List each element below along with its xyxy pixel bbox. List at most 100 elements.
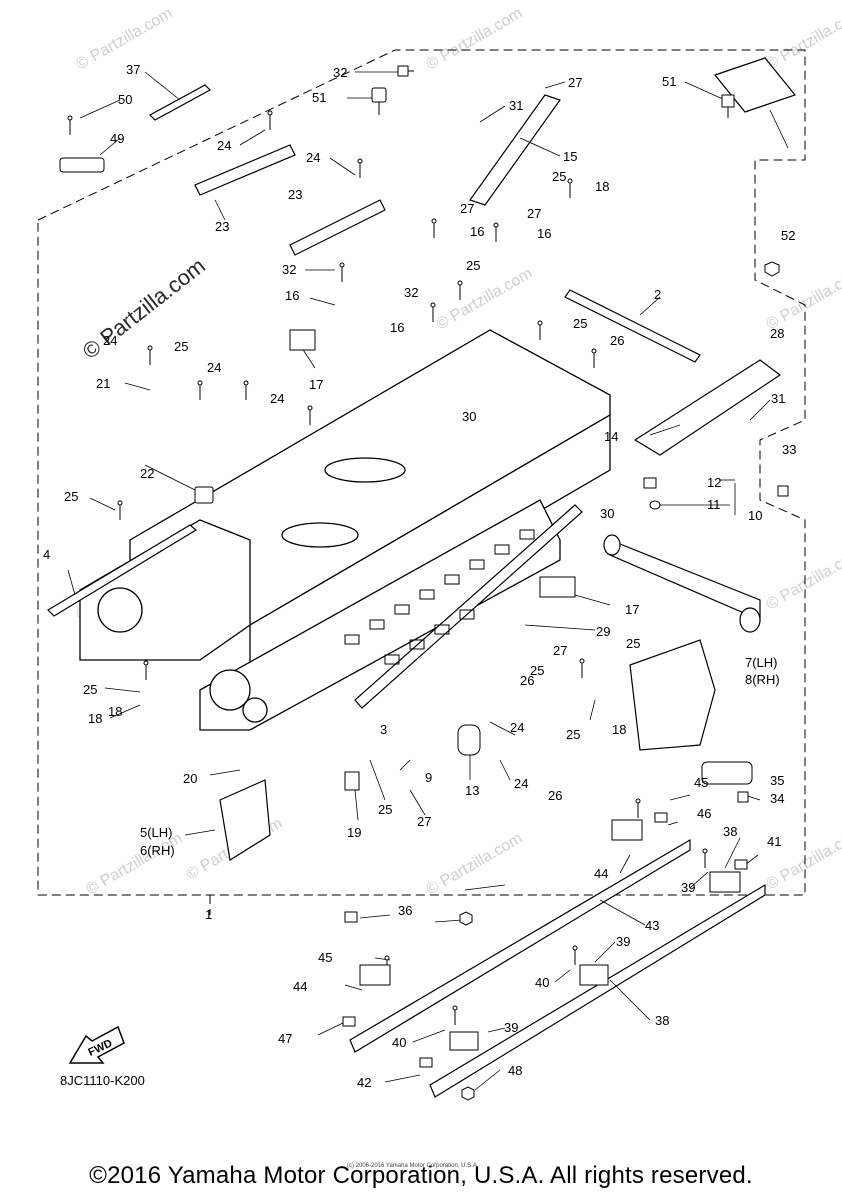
watermark-tile: © Partzilla.com bbox=[424, 830, 526, 899]
callout-label: 39 bbox=[681, 880, 695, 895]
callout-label: 8(RH) bbox=[745, 672, 780, 687]
callout-label: 12 bbox=[707, 475, 721, 490]
shoe-icon bbox=[579, 964, 609, 986]
shoe-icon bbox=[449, 1031, 479, 1051]
watermark-tile: © Partzilla.com bbox=[764, 5, 842, 74]
rivet-icon bbox=[572, 945, 578, 965]
callout-label: 44 bbox=[293, 979, 307, 994]
callout-label: 40 bbox=[535, 975, 549, 990]
callout-label: 30 bbox=[462, 409, 476, 424]
callout-label: 25 bbox=[174, 339, 188, 354]
callout-label: 37 bbox=[126, 62, 140, 77]
callout-label: 25 bbox=[64, 489, 78, 504]
callout-label: 32 bbox=[282, 262, 296, 277]
shoe-icon bbox=[709, 871, 741, 893]
callout-label: 27 bbox=[553, 643, 567, 658]
callout-label: 32 bbox=[333, 65, 347, 80]
watermark-brand: © Partzilla.com bbox=[78, 253, 210, 364]
callout-label: 43 bbox=[645, 918, 659, 933]
plate-icon bbox=[701, 761, 753, 785]
callout-label: 40 bbox=[392, 1035, 406, 1050]
callout-label: 25 bbox=[573, 316, 587, 331]
bracket-7-8 bbox=[629, 639, 716, 751]
callout-label: 44 bbox=[594, 866, 608, 881]
callout-label: 39 bbox=[616, 934, 630, 949]
copyright-footer: ©2016 Yamaha Motor Corporation, U.S.A. A… bbox=[89, 1162, 753, 1189]
callout-label: 15 bbox=[563, 149, 577, 164]
callout-label: 24 bbox=[510, 720, 524, 735]
callout-label: 3 bbox=[380, 722, 387, 737]
callout-label: 31 bbox=[771, 391, 785, 406]
callout-label: 35 bbox=[770, 773, 784, 788]
callout-label: 24 bbox=[270, 391, 284, 406]
callout-label: 21 bbox=[96, 376, 110, 391]
callout-label: 23 bbox=[215, 219, 229, 234]
callout-label: 4 bbox=[43, 547, 50, 562]
clip-icon bbox=[539, 576, 576, 598]
callout-label: 18 bbox=[108, 704, 122, 719]
rivet-icon bbox=[147, 345, 153, 365]
fwd-arrow-icon: FWD bbox=[68, 1025, 125, 1064]
plate-52 bbox=[713, 57, 797, 113]
leader-lines bbox=[67, 71, 789, 1091]
callout-label: 19 bbox=[347, 825, 361, 840]
callout-label: 14 bbox=[604, 429, 618, 444]
callout-label: 25 bbox=[552, 169, 566, 184]
clip-icon bbox=[289, 329, 316, 351]
callout-label: 27 bbox=[568, 75, 582, 90]
callout-label: 24 bbox=[217, 138, 231, 153]
callout-label: 26 bbox=[520, 673, 534, 688]
callout-label: 16 bbox=[470, 224, 484, 239]
callout-label: 33 bbox=[782, 442, 796, 457]
callout-label: 2 bbox=[654, 287, 661, 302]
strip-35 bbox=[149, 84, 211, 121]
callout-label: 29 bbox=[596, 624, 610, 639]
callout-label: 27 bbox=[527, 206, 541, 221]
rivet-icon bbox=[431, 218, 437, 238]
runner-41 bbox=[349, 838, 691, 1053]
brace-bar-14 bbox=[633, 359, 782, 456]
callout-label: 25 bbox=[566, 727, 580, 742]
pad-icon bbox=[734, 859, 748, 870]
pad-icon bbox=[419, 1057, 433, 1068]
callout-label: 24 bbox=[207, 360, 221, 375]
clip-icon bbox=[457, 724, 481, 756]
runner-36 bbox=[429, 883, 766, 1098]
watermark-tile: © Partzilla.com bbox=[434, 265, 536, 334]
main-frame bbox=[79, 329, 611, 731]
bolt-icon bbox=[643, 477, 657, 489]
small-copyright: (c) 2006-2016 Yamaha Motor Corporation, … bbox=[347, 1163, 479, 1169]
pad-icon bbox=[654, 812, 668, 823]
assembly-outline bbox=[37, 49, 806, 915]
rivet-icon bbox=[452, 1005, 458, 1025]
rivet-icon bbox=[457, 280, 463, 300]
rivet-icon bbox=[243, 380, 249, 400]
callout-label: 17 bbox=[309, 377, 323, 392]
callouts: 1 2 3 4 5(LH) 6(RH) 7(LH) 8(RH) 9 10 11 … bbox=[43, 62, 796, 1090]
callout-label: 26 bbox=[548, 788, 562, 803]
callout-label: 46 bbox=[697, 806, 711, 821]
clip-icon bbox=[59, 157, 105, 173]
callout-label: 34 bbox=[770, 791, 784, 806]
callout-label: 17 bbox=[625, 602, 639, 617]
callout-label: 25 bbox=[83, 682, 97, 697]
callout-label: 38 bbox=[723, 824, 737, 839]
strip-23-lower bbox=[289, 199, 386, 256]
watermark-tile: © Partzilla.com bbox=[84, 830, 186, 899]
clip-icon bbox=[194, 486, 214, 504]
callout-label: 41 bbox=[767, 834, 781, 849]
bolt-icon bbox=[721, 94, 735, 118]
callout-label: 38 bbox=[655, 1013, 669, 1028]
callout-label: 45 bbox=[694, 775, 708, 790]
callout-label: 11 bbox=[707, 497, 721, 512]
callout-label: 24 bbox=[514, 776, 528, 791]
callout-label: 47 bbox=[278, 1031, 292, 1046]
callout-label: 13 bbox=[465, 783, 479, 798]
callout-label: 51 bbox=[662, 74, 676, 89]
bolt-icon bbox=[371, 87, 387, 115]
callout-label: 30 bbox=[600, 506, 614, 521]
fasteners bbox=[59, 65, 789, 1101]
diagram-code: 8JC1110-K200 bbox=[60, 1073, 145, 1088]
rivet-icon bbox=[430, 302, 436, 322]
